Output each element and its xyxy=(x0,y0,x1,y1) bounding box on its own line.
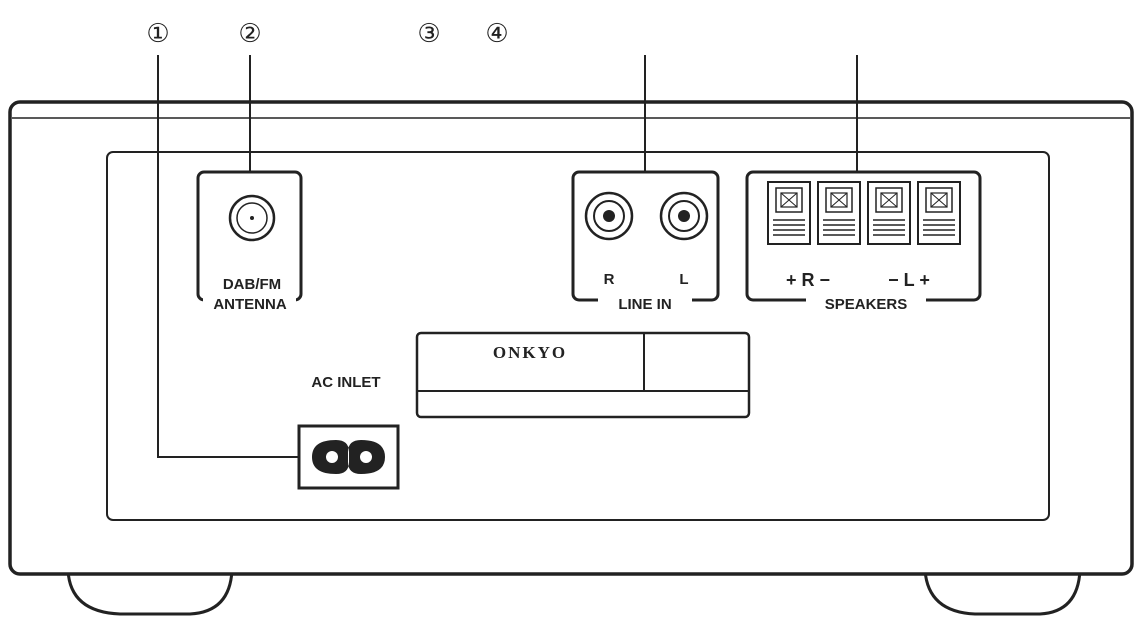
line-in-terminal: R L LINE IN xyxy=(571,170,720,313)
leader-line-1 xyxy=(157,55,300,458)
callout-4: ④ xyxy=(485,19,508,49)
speaker-terminals: + R − − L + SPEAKERS xyxy=(745,170,982,313)
line-in-r-label: R xyxy=(604,271,615,288)
line-in-label: LINE IN xyxy=(618,296,671,313)
callout-2: ② xyxy=(238,19,261,49)
line-in-l-label: L xyxy=(679,271,688,288)
ac-inlet-label: AC INLET xyxy=(311,374,380,391)
ac-inlet-socket-icon xyxy=(297,424,400,490)
speaker-l-polarity-label: − L + xyxy=(888,270,930,290)
speaker-clip-3 xyxy=(867,181,911,245)
speaker-clip-4 xyxy=(917,181,961,245)
brand-logo: ONKYO xyxy=(493,343,567,362)
speaker-clips xyxy=(767,181,961,245)
antenna-label-line1: DAB/FM xyxy=(223,276,281,293)
rating-label-plate: ONKYO xyxy=(415,331,751,419)
antenna-terminal: DAB/FM ANTENNA xyxy=(196,170,303,313)
speakers-label: SPEAKERS xyxy=(825,296,908,313)
left-foot xyxy=(66,568,234,616)
speaker-r-polarity-label: + R − xyxy=(786,270,830,290)
antenna-label-line2: ANTENNA xyxy=(213,296,286,313)
callout-1: ① xyxy=(146,19,169,49)
speaker-clip-1 xyxy=(767,181,811,245)
right-foot xyxy=(923,568,1082,616)
callout-3: ③ xyxy=(417,19,440,49)
speaker-clip-2 xyxy=(817,181,861,245)
